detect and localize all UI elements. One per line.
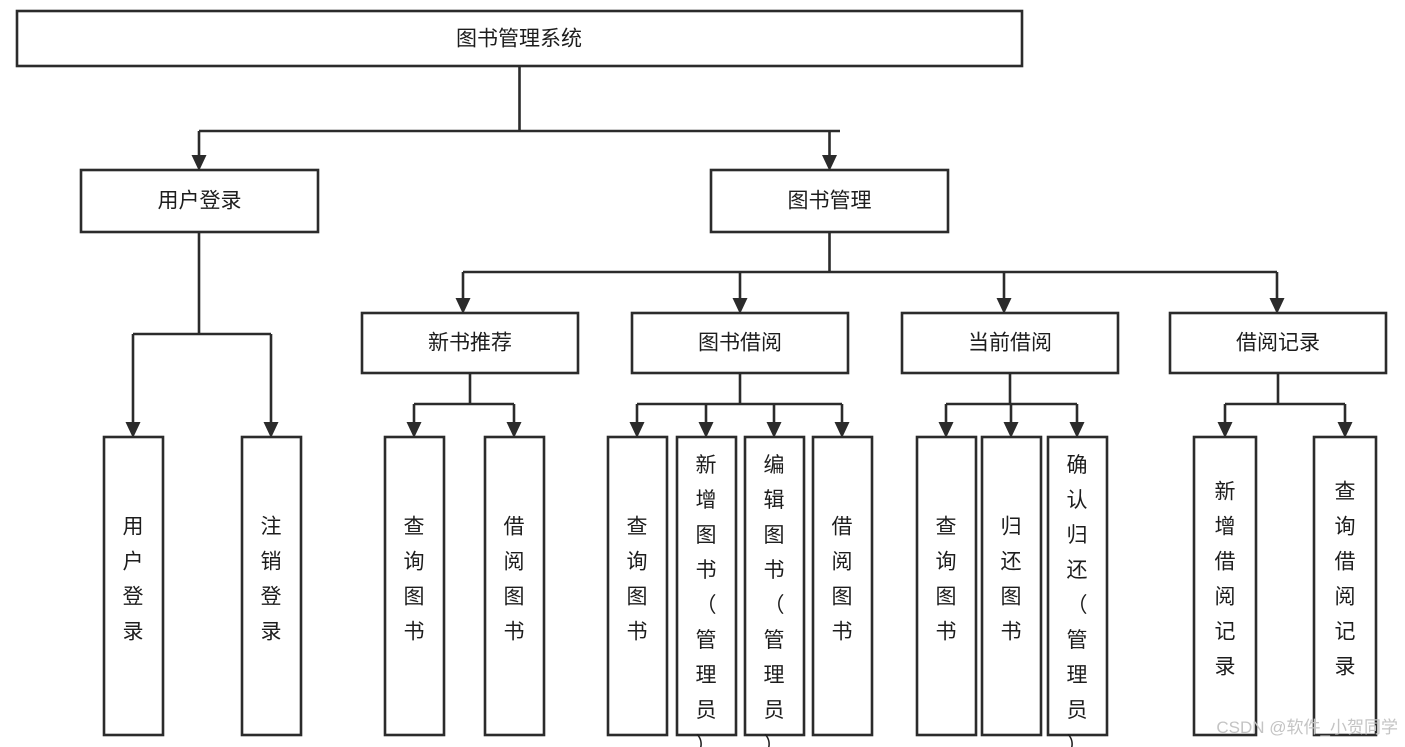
node-current-borrow-label: 当前借阅 [968, 332, 1052, 355]
node-leaf-return-book[interactable]: 归还图书 [980, 435, 1043, 737]
node-leaf-query-book-2-label: 查询图书 [627, 516, 648, 644]
node-leaf-user-login-box[interactable] [102, 435, 165, 737]
node-leaf-return-book-box[interactable] [980, 435, 1043, 737]
node-book-manage-box[interactable] [709, 168, 950, 234]
node-leaf-query-book-3[interactable]: 查询图书 [915, 435, 978, 737]
node-new-book-recommend[interactable]: 新书推荐 [360, 311, 580, 375]
node-leaf-query-book-3-box[interactable] [915, 435, 978, 737]
arrow-to-leaf-query-book-1 [406, 422, 422, 438]
arrow-to-leaf-user-login [125, 422, 141, 438]
node-book-manage-label: 图书管理 [788, 190, 872, 213]
arrow-to-borrow-record [1269, 298, 1285, 314]
arrow-to-leaf-borrow-book-2 [834, 422, 850, 438]
arrow-to-leaf-add-borrow-record [1217, 422, 1233, 438]
node-leaf-query-borrow-record-box[interactable] [1312, 435, 1378, 737]
arrow-to-leaf-query-book-2 [629, 422, 645, 438]
node-book-borrow-label: 图书借阅 [698, 332, 782, 355]
node-leaf-add-borrow-record[interactable]: 新增借阅记录 [1192, 435, 1258, 737]
node-root-label: 图书管理系统 [456, 28, 582, 51]
node-leaf-add-book-admin-box[interactable] [675, 435, 738, 737]
node-leaf-borrow-book-2-label: 借阅图书 [832, 516, 853, 644]
arrow-to-user-login [191, 155, 207, 171]
node-leaf-query-borrow-record-label: 查询借阅记录 [1335, 481, 1356, 679]
node-leaf-query-book-2-box[interactable] [606, 435, 669, 737]
arrow-to-new-book-recommend [455, 298, 471, 314]
node-borrow-record-box[interactable] [1168, 311, 1388, 375]
node-leaf-add-borrow-record-box[interactable] [1192, 435, 1258, 737]
connector-layer [125, 66, 1353, 438]
node-leaf-user-login[interactable]: 用户登录 [102, 435, 165, 737]
node-book-manage[interactable]: 图书管理 [709, 168, 950, 234]
node-book-borrow[interactable]: 图书借阅 [630, 311, 850, 375]
node-borrow-record[interactable]: 借阅记录 [1168, 311, 1388, 375]
node-leaf-borrow-book-2-box[interactable] [811, 435, 874, 737]
node-user-login-label: 用户登录 [158, 190, 242, 213]
node-leaf-query-book-2[interactable]: 查询图书 [606, 435, 669, 737]
node-leaf-edit-book-admin-box[interactable] [743, 435, 806, 737]
node-leaf-add-book-admin-label: 新增图书（管理员） [696, 454, 717, 747]
node-book-borrow-box[interactable] [630, 311, 850, 375]
node-leaf-add-borrow-record-label: 新增借阅记录 [1215, 481, 1236, 679]
arrow-to-leaf-return-book [1003, 422, 1019, 438]
node-leaf-query-book-1[interactable]: 查询图书 [383, 435, 446, 737]
node-leaf-logout-login[interactable]: 注销登录 [240, 435, 303, 737]
arrow-to-leaf-add-book-admin [698, 422, 714, 438]
node-current-borrow[interactable]: 当前借阅 [900, 311, 1120, 375]
node-leaf-add-book-admin[interactable]: 新增图书（管理员） [675, 435, 738, 747]
node-root-box[interactable] [15, 9, 1024, 68]
arrow-to-book-borrow [732, 298, 748, 314]
node-leaf-logout-login-box[interactable] [240, 435, 303, 737]
arrow-to-leaf-query-borrow-record [1337, 422, 1353, 438]
node-leaf-edit-book-admin-label: 编辑图书（管理员） [764, 454, 785, 747]
arrow-to-leaf-logout-login [263, 422, 279, 438]
arrow-to-leaf-query-book-3 [938, 422, 954, 438]
node-leaf-borrow-book-1-label: 借阅图书 [504, 516, 525, 644]
node-leaf-confirm-return-admin[interactable]: 确认归还（管理员） [1046, 435, 1109, 747]
node-leaf-borrow-book-1[interactable]: 借阅图书 [483, 435, 546, 737]
node-borrow-record-label: 借阅记录 [1236, 332, 1320, 355]
node-leaf-borrow-book-1-box[interactable] [483, 435, 546, 737]
node-root[interactable]: 图书管理系统 [15, 9, 1024, 68]
arrow-to-book-manage [822, 155, 837, 171]
node-user-login[interactable]: 用户登录 [79, 168, 320, 234]
node-leaf-return-book-label: 归还图书 [1001, 516, 1022, 644]
arrow-to-leaf-edit-book-admin [766, 422, 782, 438]
node-new-book-recommend-box[interactable] [360, 311, 580, 375]
node-user-login-box[interactable] [79, 168, 320, 234]
node-leaf-query-book-1-box[interactable] [383, 435, 446, 737]
node-leaf-query-book-1-label: 查询图书 [404, 516, 425, 644]
arrow-to-leaf-borrow-book-1 [506, 422, 522, 438]
node-leaf-user-login-label: 用户登录 [123, 516, 144, 644]
node-new-book-recommend-label: 新书推荐 [428, 332, 512, 355]
arrow-to-current-borrow [996, 298, 1012, 314]
node-leaf-edit-book-admin[interactable]: 编辑图书（管理员） [743, 435, 806, 747]
node-current-borrow-box[interactable] [900, 311, 1120, 375]
node-leaf-logout-login-label: 注销登录 [261, 516, 282, 644]
node-leaf-borrow-book-2[interactable]: 借阅图书 [811, 435, 874, 737]
node-leaf-query-borrow-record[interactable]: 查询借阅记录 [1312, 435, 1378, 737]
arrow-to-leaf-confirm-return-admin [1069, 422, 1085, 438]
node-leaf-confirm-return-admin-label: 确认归还（管理员） [1067, 454, 1088, 747]
node-leaf-query-book-3-label: 查询图书 [936, 516, 957, 644]
node-leaf-confirm-return-admin-box[interactable] [1046, 435, 1109, 737]
csdn-watermark: CSDN @软件_小贺同学 [1216, 718, 1398, 737]
